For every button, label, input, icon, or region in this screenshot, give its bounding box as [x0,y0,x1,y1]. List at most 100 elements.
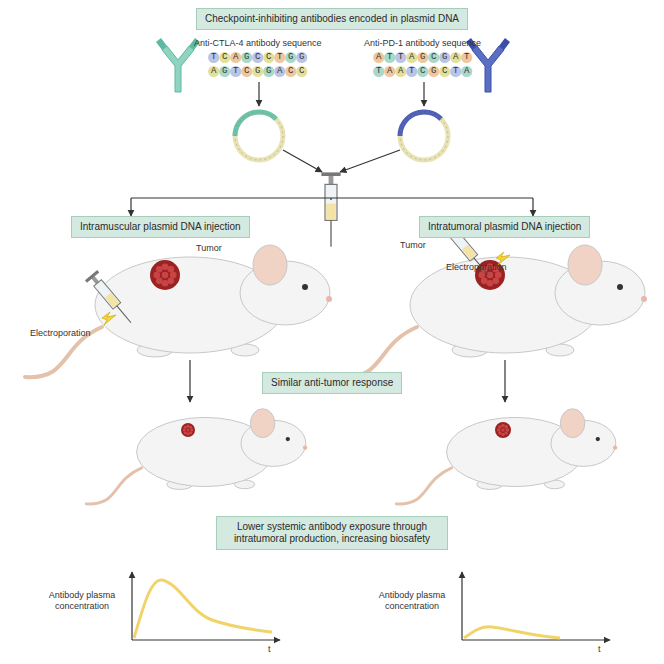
antibody-icon [156,38,200,92]
text-label: Anti-CTLA-4 antibody sequence [194,38,322,49]
art-part [501,433,505,437]
art-part [168,266,175,273]
art-part [156,266,163,273]
art-part [493,278,500,285]
art-part [184,426,187,429]
axis [461,572,462,640]
flow-arrow [504,360,505,402]
syringe [85,270,137,328]
mouse-nose [303,446,307,450]
mouse-eye [596,437,600,441]
flow-arrow [131,197,533,198]
art-part [504,425,508,429]
band-box: Intramuscular plasmid DNA injection [71,216,250,238]
flow-arrow [189,360,190,402]
art-part [186,428,189,431]
axis [131,572,132,640]
concentration-curve [134,580,272,638]
art-part [329,175,334,185]
art-part [162,280,169,287]
art-part [189,431,192,434]
text-label: Antibody plasma concentration [372,590,452,612]
tumor [150,260,180,290]
mouse-ear [568,245,602,285]
box-text: Checkpoint-inhibiting antibodies encoded… [205,13,459,25]
mouse-eye [617,284,623,290]
art-part [495,272,502,279]
flow-arrow [283,150,322,172]
flow-arrow [330,198,331,200]
concentration-curve [464,627,560,638]
tumor [495,422,511,438]
art-part [498,431,502,435]
art-part [168,278,175,285]
mouse-tail [86,468,141,504]
art-part [170,272,177,279]
band-box: Lower systemic antibody exposure through… [216,516,448,550]
art-part [186,432,189,435]
art-part [94,280,121,309]
text-label: t [598,644,601,655]
mouse-nose [326,296,332,302]
mouse-ear [560,409,584,438]
art-part [184,431,187,434]
box-text: Lower systemic antibody exposure through… [225,521,439,545]
box-text: Intratumoral plasmid DNA injection [428,221,581,233]
text-label: t [268,644,271,655]
text-label: Antibody plasma concentration [42,590,122,612]
art-part [85,270,99,283]
mouse-nose [613,446,617,450]
mouse-tail [396,468,451,504]
text-label: Electroporation [30,328,91,339]
art-part [326,204,336,220]
plasmid [400,112,448,160]
art-part [321,172,340,176]
text-label: Electroporation [446,262,507,273]
art-part [487,280,494,287]
art-part [162,272,169,279]
art-part [162,263,169,270]
art-part [472,46,504,92]
art-part [462,245,476,260]
band-box: Similar anti-tumor response [262,372,402,394]
art-part [487,272,494,279]
art-part [497,428,501,432]
flow-arrow [130,198,131,216]
art-part [117,306,131,323]
text-label: Tumor [400,240,426,251]
mouse-eye [302,284,308,290]
text-label: Anti-PD-1 antibody sequence [364,38,481,49]
plasmid-insert [400,112,441,136]
flow-arrow [258,82,259,106]
art-part [183,428,186,431]
mouse-nose [641,296,647,302]
tumor [181,423,195,437]
axis [132,639,280,640]
art-part [189,426,192,429]
band-box: Checkpoint-inhibiting antibodies encoded… [196,8,468,30]
art-part [501,424,505,428]
art-part [156,278,163,285]
art-part [162,46,194,92]
mouse-tail [25,327,102,377]
art-part [400,112,448,160]
art-part [156,38,200,50]
flow-arrow [423,82,424,106]
art-part [186,425,189,428]
art-part [153,272,160,279]
art-part [105,293,119,308]
mouse-tail [340,327,417,377]
dna-sequence: TAATCGCTA [376,66,475,77]
art-part [235,112,283,160]
art-part [481,278,488,285]
mouse-ear [253,245,287,285]
art-part [330,220,331,246]
band-box: Intratumoral plasmid DNA injection [419,216,590,238]
art-part [506,428,510,432]
plasmid-insert [235,112,276,136]
art-part [478,272,485,279]
mouse-ear [250,409,274,438]
text-label: Tumor [196,243,222,254]
